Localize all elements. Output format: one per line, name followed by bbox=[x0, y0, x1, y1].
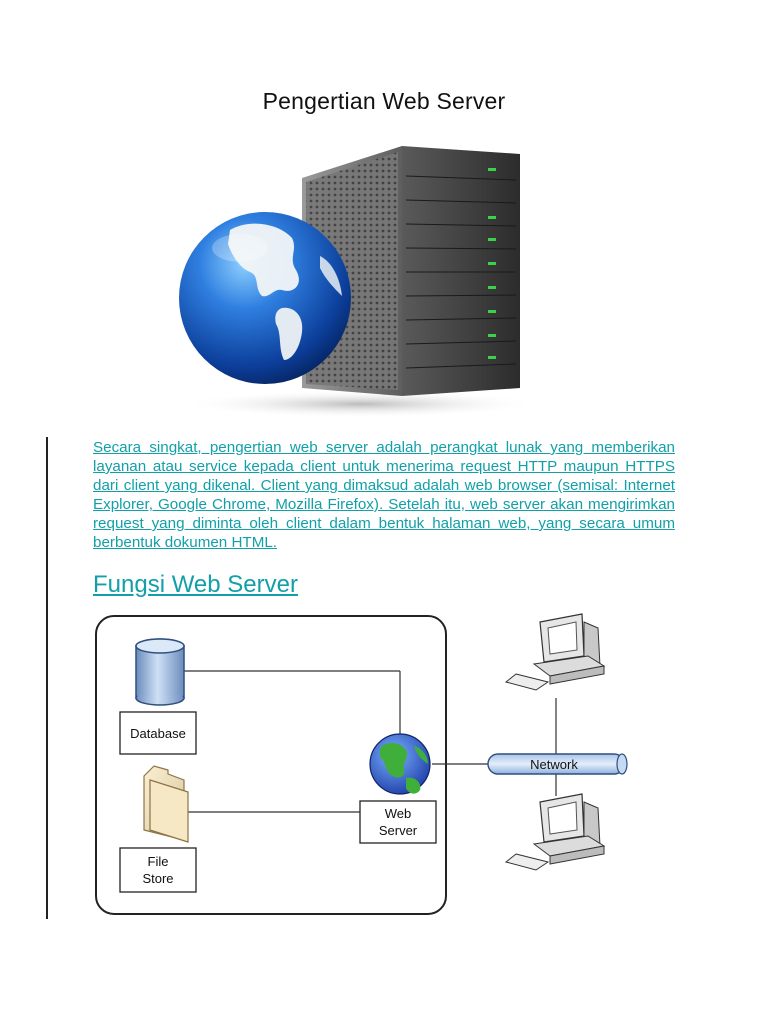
web-server-diagram: Database File Store Web Server Network bbox=[95, 613, 628, 915]
filestore-label-box bbox=[119, 847, 197, 893]
database-icon bbox=[135, 638, 185, 706]
rack-slots bbox=[405, 175, 517, 369]
margin-rule bbox=[46, 437, 48, 919]
web-server-globe-icon bbox=[369, 733, 431, 795]
webserver-label-box bbox=[359, 800, 437, 844]
page-title: Pengertian Web Server bbox=[262, 88, 506, 114]
intro-paragraph[interactable]: Secara singkat, pengertian web server ad… bbox=[93, 439, 675, 551]
client-computer-icon bbox=[504, 793, 606, 871]
filestore-label-line2: Store bbox=[142, 871, 173, 886]
network-pipe bbox=[487, 753, 628, 775]
filestore-label-line1: File bbox=[148, 854, 169, 869]
webserver-label-line1: Web bbox=[385, 806, 412, 821]
webserver-label-line2: Server bbox=[379, 823, 418, 838]
folder-icon bbox=[143, 765, 189, 843]
database-label-box bbox=[119, 711, 197, 755]
client-computer-icon bbox=[504, 613, 606, 691]
database-label: Database bbox=[130, 726, 186, 741]
globe-server-illustration bbox=[179, 146, 540, 418]
section-heading[interactable]: Fungsi Web Server bbox=[93, 571, 298, 598]
network-label: Network bbox=[530, 757, 578, 772]
